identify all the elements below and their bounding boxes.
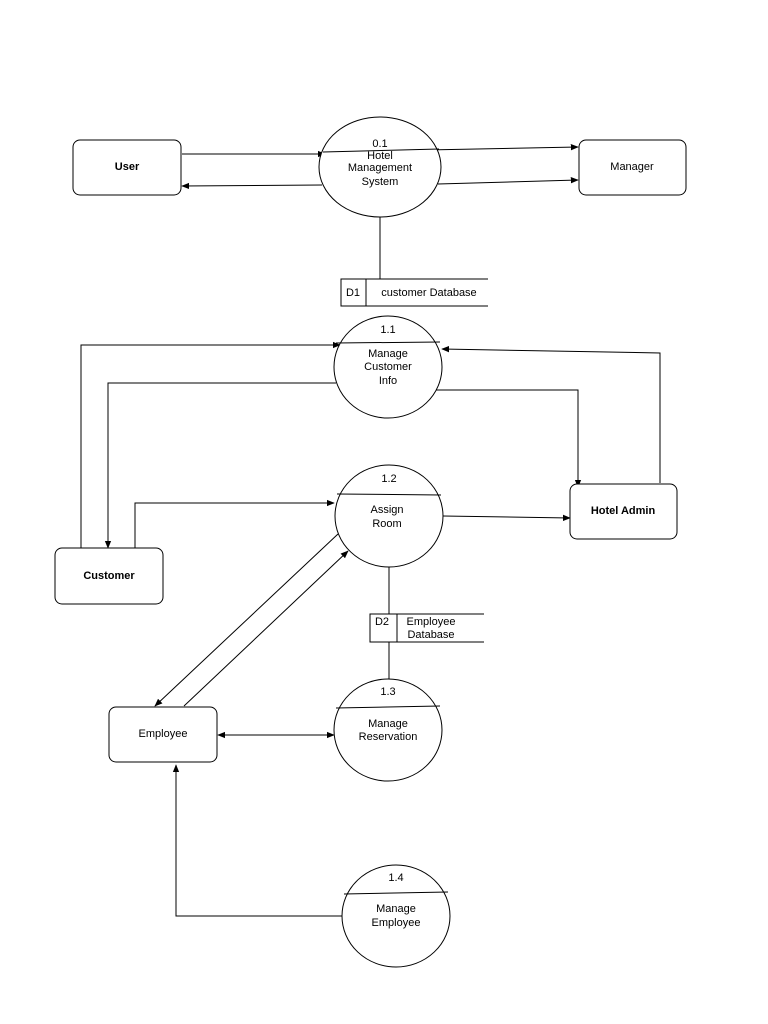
flow-assign-room-to-employee [154,533,339,707]
flow-hms-to-user [181,182,323,190]
entity-customer-label: Customer [83,570,135,582]
entity-manager-label: Manager [610,161,654,173]
process-assign-room: 1.2 Assign Room [334,464,444,568]
flow-employee-to-assign-room [183,550,349,707]
process-hms-id: 0.1 [372,138,387,150]
datastore-d2: D2 Employee Database [369,613,484,643]
flow-manage-info-to-customer [104,382,336,549]
connectors [80,143,661,917]
flow-assign-room-to-admin [442,514,571,522]
process-1-4-label-1: Manage [376,903,416,915]
process-1-1-id: 1.1 [380,324,395,336]
entity-hotel-admin: Hotel Admin [569,483,678,540]
process-hms-label-2: Management [348,162,412,174]
entity-user: User [72,139,182,196]
flow-customer-to-manage-info [80,341,341,548]
datastore-d1: D1 customer Database [340,278,488,307]
entity-user-label: User [115,161,140,173]
process-1-2-label-2: Room [372,518,401,530]
process-1-2-id: 1.2 [381,473,396,485]
flow-admin-to-manage-info [441,345,661,483]
entity-hotel-admin-label: Hotel Admin [591,505,656,517]
process-1-4-label-2: Employee [372,917,421,929]
process-1-3-label-2: Reservation [359,731,418,743]
process-1-1-label-3: Info [379,375,397,387]
process-1-1-label-1: Manage [368,348,408,360]
datastore-d1-label: customer Database [381,287,476,299]
process-1-3-label-1: Manage [368,718,408,730]
process-hotel-management-system: 0.1 Hotel Management System [318,116,442,218]
entity-customer: Customer [54,547,164,605]
process-1-2-label-1: Assign [370,504,403,516]
flow-manage-info-to-admin [432,389,582,488]
process-manage-reservation: 1.3 Manage Reservation [333,678,443,782]
process-1-4-id: 1.4 [388,872,403,884]
entity-manager: Manager [578,139,687,196]
entity-employee-label: Employee [139,728,188,740]
entity-employee: Employee [108,706,218,763]
process-1-1-label-2: Customer [364,361,412,373]
process-hms-label-3: System [362,176,399,188]
flow-manage-employee-to-employee [172,764,343,917]
datastore-d2-id: D2 [375,616,389,628]
datastore-d1-id: D1 [346,287,360,299]
process-1-3-id: 1.3 [380,686,395,698]
process-hms-label-1: Hotel [367,150,393,162]
datastore-d2-label-2: Database [407,629,454,641]
process-manage-customer-info: 1.1 Manage Customer Info [333,315,443,419]
flow-hms-to-manager-bottom [437,177,579,185]
datastore-d2-label-1: Employee [407,616,456,628]
flow-customer-to-assign-room [134,499,335,548]
process-manage-employee: 1.4 Manage Employee [341,864,451,968]
